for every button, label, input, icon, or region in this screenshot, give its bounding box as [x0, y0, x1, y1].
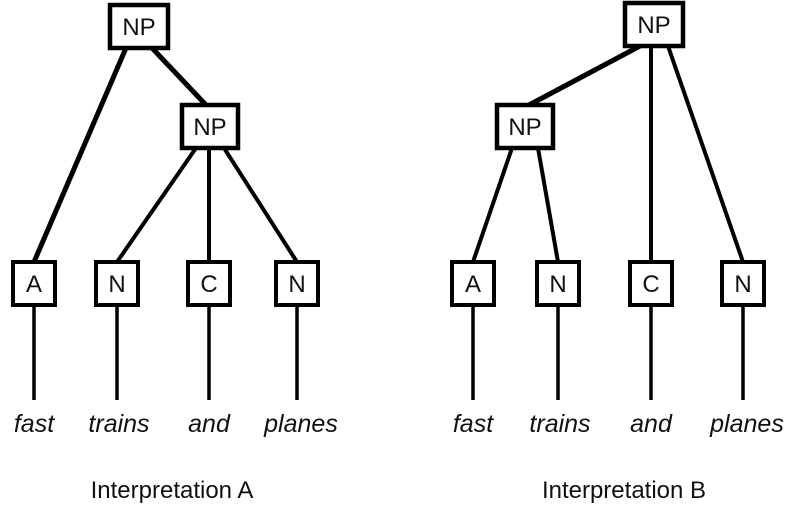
tree-branch-a-root-to-a-np2	[150, 46, 208, 107]
node-box-outline	[179, 102, 241, 151]
node-box-outline	[274, 260, 320, 307]
node-box-outline	[494, 102, 556, 151]
tree-branch-b-root-to-b-pos-4	[666, 45, 745, 263]
node-label-a: A	[465, 271, 481, 298]
node-box-outline	[720, 260, 766, 307]
word-label-trains: trains	[88, 410, 149, 438]
node-a-pos-2-n[interactable]: N	[94, 260, 140, 307]
node-a-root-np[interactable]: NP	[107, 2, 171, 51]
node-label-a: A	[26, 271, 42, 298]
node-b-pos-3-c[interactable]: C	[628, 260, 674, 307]
node-b-root-np[interactable]: NP	[622, 0, 686, 49]
node-label-c: C	[642, 271, 659, 298]
word-label-fast: fast	[453, 410, 494, 438]
node-a-pos-3-c[interactable]: C	[186, 260, 232, 307]
node-label-n: N	[549, 271, 566, 298]
node-box-outline	[107, 2, 171, 51]
node-box-outline	[622, 0, 686, 49]
tree-caption-b: Interpretation B	[542, 477, 706, 504]
node-box-outline	[186, 260, 232, 307]
tree-branch-b-np2-to-b-pos-2	[536, 147, 560, 263]
node-b-pos-1-a[interactable]: A	[450, 260, 496, 307]
node-label-n: N	[288, 271, 305, 298]
word-label-fast: fast	[14, 410, 55, 438]
node-a-pos-1-a[interactable]: A	[11, 260, 57, 307]
tree-branch-a-np2-to-a-pos-4	[222, 146, 299, 264]
node-b-pos-2-n[interactable]: N	[535, 260, 581, 307]
tree-branch-b-np2-to-b-pos-1	[471, 147, 514, 263]
node-label-np: NP	[122, 14, 155, 41]
word-label-trains: trains	[529, 410, 590, 438]
word-label-and: and	[188, 410, 231, 438]
tree-branch-b-root-to-b-np2	[527, 43, 642, 108]
node-label-np: NP	[508, 114, 541, 141]
word-label-planes: planes	[263, 410, 338, 438]
node-label-np: NP	[193, 114, 226, 141]
node-box-outline	[94, 260, 140, 307]
node-label-c: C	[200, 271, 217, 298]
word-label-planes: planes	[709, 410, 784, 438]
node-box-outline	[450, 260, 496, 307]
node-a-pos-4-n[interactable]: N	[274, 260, 320, 307]
node-box-outline	[535, 260, 581, 307]
node-a-np2-np[interactable]: NP	[179, 102, 241, 151]
node-b-pos-4-n[interactable]: N	[720, 260, 766, 307]
tree-caption-a: Interpretation A	[91, 477, 254, 504]
node-label-np: NP	[637, 12, 670, 39]
node-label-n: N	[734, 271, 751, 298]
tree-branch-a-root-to-a-pos-1	[31, 47, 129, 263]
tree-branch-a-np2-to-a-pos-2	[115, 146, 198, 264]
node-box-outline	[628, 260, 674, 307]
node-b-np2-np[interactable]: NP	[494, 102, 556, 151]
node-label-n: N	[108, 271, 125, 298]
node-box-outline	[11, 260, 57, 307]
word-label-and: and	[630, 410, 673, 438]
